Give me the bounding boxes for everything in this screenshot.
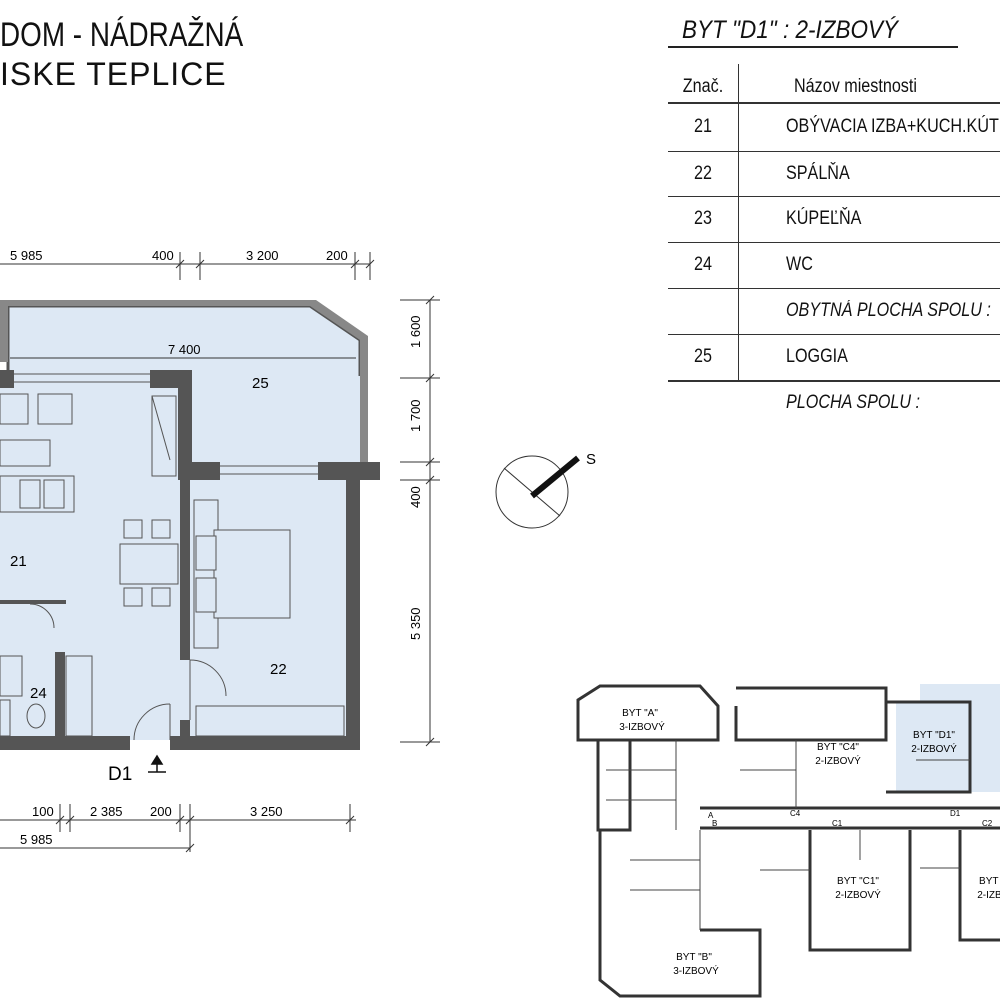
bottom-dim-1: 100 xyxy=(32,804,54,819)
bottom-dim-total: 5 985 xyxy=(20,832,53,847)
top-dim-1: 5 985 xyxy=(10,248,43,263)
total-label: PLOCHA SPOLU : xyxy=(786,392,921,413)
project-location: ISKE TEPLICE xyxy=(0,56,227,92)
right-dim-1: 1 600 xyxy=(408,315,423,348)
room-label-21: 21 xyxy=(10,553,27,570)
room-mark: 21 xyxy=(694,116,712,137)
room-label-24: 24 xyxy=(30,685,47,702)
room-label-22: 22 xyxy=(270,661,287,678)
door-swings xyxy=(29,603,227,741)
subtotal-label: OBYTNÁ PLOCHA SPOLU : xyxy=(786,300,991,321)
key-plan-interior xyxy=(606,740,970,930)
key-apt-c2-name: BYT "C2" xyxy=(979,876,1000,887)
subtotal-row: OBYTNÁ PLOCHA SPOLU : xyxy=(668,288,1000,334)
bottom-dimension-line xyxy=(0,804,356,853)
table-divider xyxy=(668,102,1000,104)
key-entrance-c2: C2 xyxy=(982,819,993,828)
room-name: WC xyxy=(786,254,813,275)
table-row: 22 SPÁLŇA xyxy=(668,151,1000,197)
key-plan-entrances: A B C4 C1 D1 C2 xyxy=(708,809,993,828)
key-entrance-c4: C4 xyxy=(790,809,801,818)
key-apt-d1-name: BYT "D1" xyxy=(913,730,955,741)
compass: S xyxy=(495,451,596,529)
key-plan-highlight-d1 xyxy=(896,702,970,792)
key-apt-a-type: 3-IZBOVÝ xyxy=(619,720,665,733)
compass-label: S xyxy=(586,451,596,468)
compass-circle xyxy=(495,455,569,529)
room-mark: 24 xyxy=(694,254,712,275)
top-dimension-line xyxy=(0,252,375,280)
room-name: OBÝVACIA IZBA+KUCH.KÚT xyxy=(786,116,999,137)
entrance-label: D1 xyxy=(108,764,132,785)
room-label-25: 25 xyxy=(252,375,269,392)
table-header: Znač. Názov miestnosti xyxy=(668,64,1000,110)
room-mark: 25 xyxy=(694,346,712,367)
top-dim-2: 400 xyxy=(152,248,174,263)
key-plan-walls xyxy=(576,684,1000,998)
room-table: Znač. Názov miestnosti 21 OBÝVACIA IZBA+… xyxy=(668,64,1000,413)
table-row: 25 LOGGIA xyxy=(668,334,1000,380)
apartment-title: BYT "D1" : 2-IZBOVÝ xyxy=(682,16,899,44)
right-dim-2: 1 700 xyxy=(408,399,423,432)
table-divider xyxy=(668,151,1000,152)
table-divider xyxy=(668,380,1000,382)
table-column-divider xyxy=(738,64,739,380)
top-dim-3: 3 200 xyxy=(246,248,279,263)
room-name: LOGGIA xyxy=(786,346,848,367)
right-dim-3: 400 xyxy=(408,486,423,508)
table-row: 24 WC xyxy=(668,242,1000,288)
key-entrance-c1: C1 xyxy=(832,819,843,828)
key-apt-c1-name: BYT "C1" xyxy=(837,876,879,887)
key-apt-b-name: BYT "B" xyxy=(676,952,712,963)
walls xyxy=(0,370,380,750)
furniture xyxy=(0,393,345,737)
loggia-width-dim: 7 400 xyxy=(168,342,201,357)
key-plan-labels: BYT "A" 3-IZBOVÝ BYT "C4" 2-IZBOVÝ BYT "… xyxy=(619,708,1000,977)
room-name: SPÁLŇA xyxy=(786,163,850,184)
table-divider xyxy=(668,242,1000,243)
bottom-dim-2: 2 385 xyxy=(90,804,123,819)
table-divider xyxy=(668,196,1000,197)
bottom-dim-3: 200 xyxy=(150,804,172,819)
table-divider xyxy=(668,288,1000,289)
sink-detail xyxy=(151,395,171,461)
key-plan-highlight-d1-loggia xyxy=(920,684,1000,792)
entrance-arrow xyxy=(148,754,166,773)
room-mark: 22 xyxy=(694,163,712,184)
project-title: DOM - NÁDRAŽNÁ xyxy=(0,16,244,54)
window-glazing xyxy=(14,373,318,475)
column-header-mark: Znač. xyxy=(682,76,724,97)
room-name: KÚPEĽŇA xyxy=(786,208,862,229)
key-apt-c4-name: BYT "C4" xyxy=(817,742,859,753)
loggia-parapet xyxy=(0,300,368,462)
total-row: PLOCHA SPOLU : xyxy=(668,380,1000,426)
compass-needle xyxy=(530,455,580,499)
column-header-name: Názov miestnosti xyxy=(794,76,917,97)
table-row: 21 OBÝVACIA IZBA+KUCH.KÚT xyxy=(668,104,1000,150)
title-underline xyxy=(668,46,958,48)
key-entrance-d1: D1 xyxy=(950,809,961,818)
key-apt-d1-type: 2-IZBOVÝ xyxy=(911,742,957,755)
key-plan: BYT "A" 3-IZBOVÝ BYT "C4" 2-IZBOVÝ BYT "… xyxy=(576,684,1000,998)
key-apt-c1-type: 2-IZBOVÝ xyxy=(835,888,881,901)
key-apt-c4-type: 2-IZBOVÝ xyxy=(815,754,861,767)
bottom-dim-4: 3 250 xyxy=(250,804,283,819)
key-apt-a-name: BYT "A" xyxy=(622,708,658,719)
table-divider xyxy=(668,334,1000,335)
key-apt-b-type: 3-IZBOVÝ xyxy=(673,964,719,977)
table-row: 23 KÚPEĽŇA xyxy=(668,196,1000,242)
right-dimension-line xyxy=(400,295,440,747)
compass-crosshair xyxy=(503,467,561,517)
key-entrance-a: A xyxy=(708,811,714,820)
top-dim-4: 200 xyxy=(326,248,348,263)
key-apt-c2-type: 2-IZBOVÝ xyxy=(977,888,1000,901)
key-entrance-b: B xyxy=(712,819,717,828)
right-dim-4: 5 350 xyxy=(408,607,423,640)
room-mark: 23 xyxy=(694,208,712,229)
floor-plan: 5 985 400 3 200 200 1 600 1 700 400 5 35… xyxy=(0,248,440,853)
